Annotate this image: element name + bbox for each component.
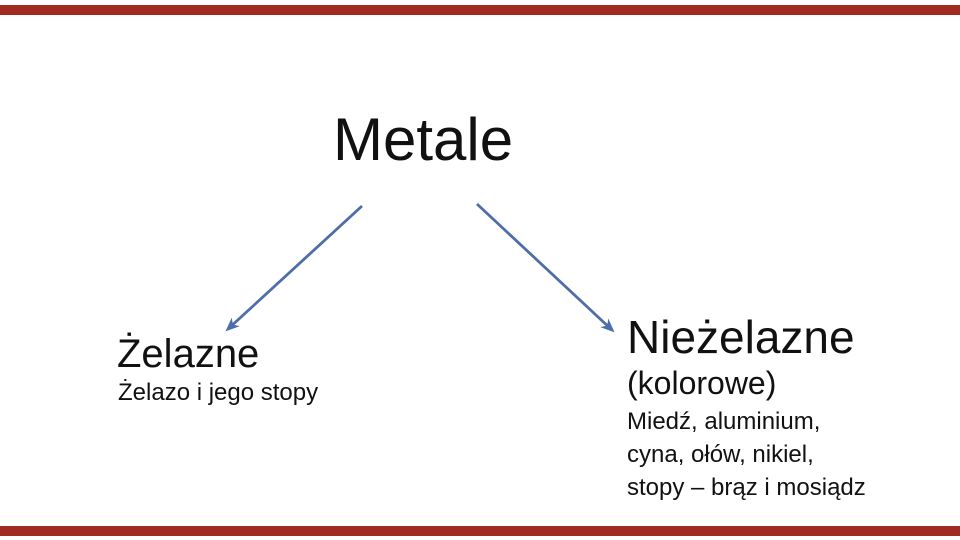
left-branch-subtitle: Żelazo i jego stopy [118,379,319,406]
arrow-to-left-branch-icon [225,204,363,332]
right-branch-details: Miedź, aluminium, cyna, ołów, nikiel, st… [627,405,866,504]
slide-title: Metale [333,106,514,173]
bottom-border-bar [0,526,960,536]
arrow-to-right-branch-icon [476,202,615,333]
top-border-bar [0,5,960,15]
detail-line: cyna, ołów, nikiel, [627,441,814,468]
detail-line: stopy – brąz i mosiądz [627,474,866,501]
detail-line: Miedź, aluminium, [627,408,821,435]
left-branch-heading: Żelazne [117,332,260,376]
right-branch-heading: Nieżelazne [627,311,855,363]
right-branch-subtitle: (kolorowe) [627,365,777,401]
